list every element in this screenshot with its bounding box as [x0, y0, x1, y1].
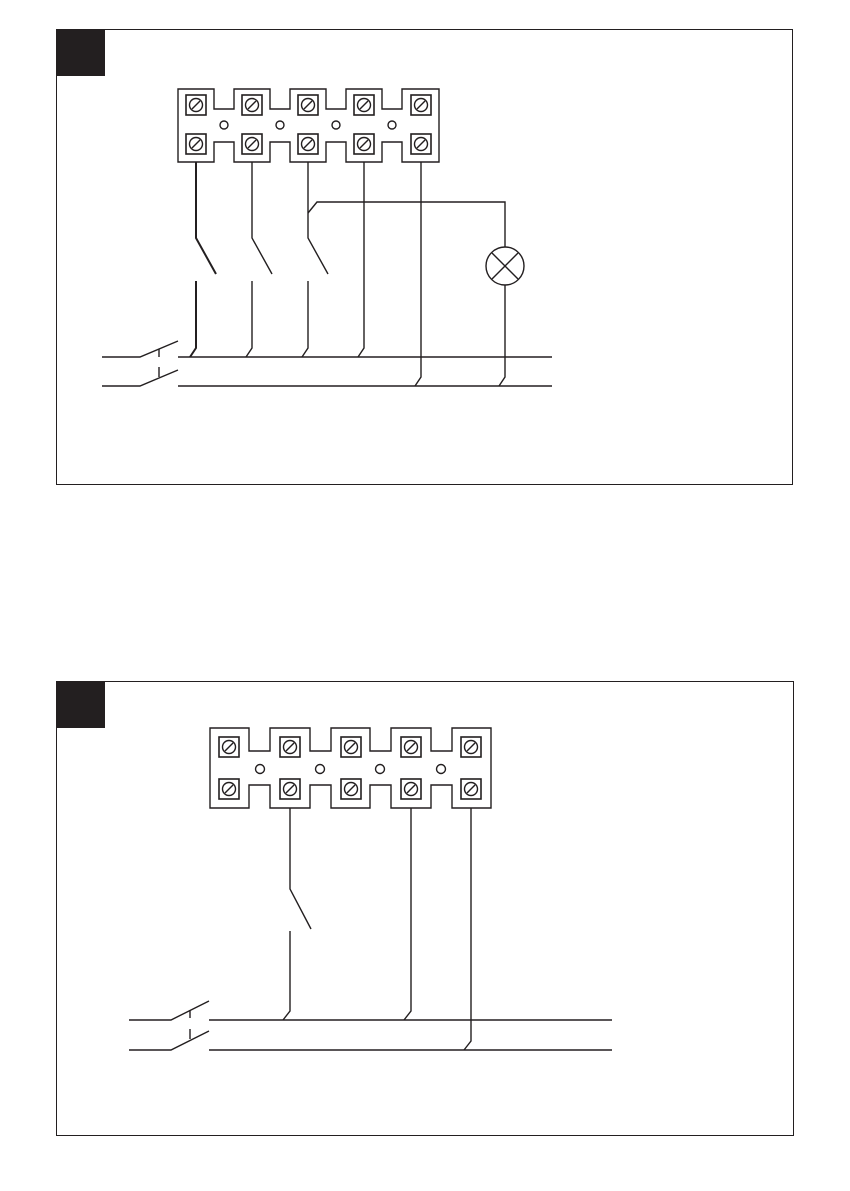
lamp-icon	[486, 247, 524, 285]
screw-icon	[401, 779, 421, 799]
switch-wire-3	[302, 162, 328, 357]
screw-icon	[341, 737, 361, 757]
screw-icon	[298, 95, 318, 115]
screw-icon	[298, 134, 318, 154]
lamp-feed-wire	[308, 202, 505, 247]
wire-terminal-4-line	[404, 808, 411, 1020]
screw-icon	[219, 737, 239, 757]
wiring-diagram-panel-1	[56, 29, 793, 485]
screw-icon	[411, 95, 431, 115]
screw-icon	[401, 737, 421, 757]
screw-icon	[219, 779, 239, 799]
wire-terminal-4-line	[358, 162, 364, 357]
screw-icon	[186, 95, 206, 115]
wiring-diagram-panel-2	[56, 681, 794, 1136]
bridge-holes	[256, 765, 446, 774]
screw-icon	[461, 737, 481, 757]
terminal-screws	[186, 95, 431, 154]
double-pole-switch-icon	[129, 1001, 209, 1050]
wiring-diagram-2	[57, 682, 795, 1137]
lamp-return-wire	[499, 285, 505, 386]
screw-icon	[354, 95, 374, 115]
switch-wire	[283, 808, 311, 1020]
wire-terminal-5-neutral	[415, 162, 421, 386]
wire-terminal-5-neutral	[464, 808, 471, 1050]
bridge-holes	[220, 121, 396, 129]
screw-icon	[461, 779, 481, 799]
screw-icon	[186, 134, 206, 154]
screw-icon	[280, 737, 300, 757]
screw-icon	[354, 134, 374, 154]
screw-icon	[280, 779, 300, 799]
screw-icon	[411, 134, 431, 154]
double-pole-switch-icon	[102, 341, 178, 386]
screw-icon	[242, 134, 262, 154]
wiring-diagram-1	[57, 30, 794, 486]
screw-icon	[242, 95, 262, 115]
screw-icon	[341, 779, 361, 799]
terminal-screws	[219, 737, 481, 799]
switch-wire-2	[246, 162, 272, 357]
switch-wire-1	[190, 162, 216, 357]
